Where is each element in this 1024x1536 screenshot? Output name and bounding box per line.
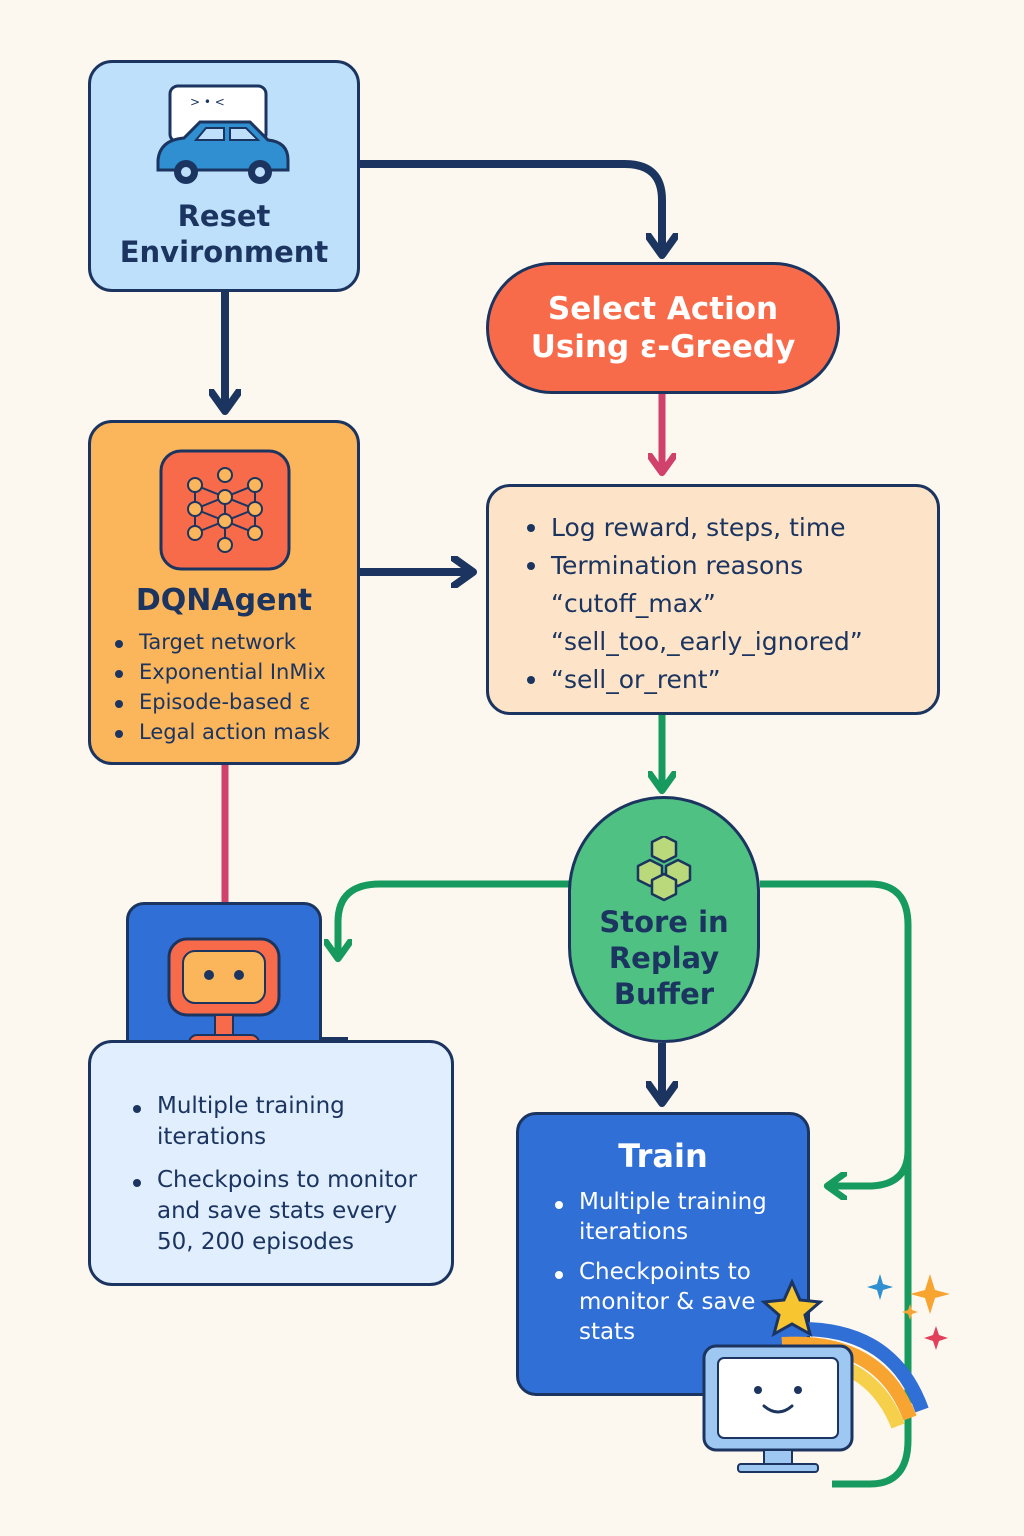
sparkle-icon [910, 1274, 950, 1314]
rainbow-decoration [760, 1274, 950, 1429]
select-action-node: Select Action Using ε-Greedy [486, 262, 840, 394]
arrow-reset-to-select [360, 160, 662, 252]
arrow-buffer-to-robot [338, 880, 572, 956]
reset-environment-node: > • < Reset Environment [88, 60, 360, 292]
select-title: Select Action Using ε-Greedy [530, 291, 796, 365]
svg-text:> • <: > • < [190, 95, 225, 109]
termination-reason: “cutoff_max” [551, 589, 716, 618]
train-item: Multiple training iterations [551, 1187, 771, 1247]
agent-feature: Episode-based ε [111, 687, 330, 717]
agent-feature: Target network [111, 627, 330, 657]
agent-feature-list: Target network Exponential InMix Episode… [111, 627, 330, 747]
agent-feature: Legal action mask [111, 717, 330, 747]
train-item: Checkpoints to monitor & save stats [551, 1257, 771, 1347]
log-item: Termination reasons [523, 547, 863, 585]
checkpoint-item: Checkpoins to monitor and save stats eve… [129, 1165, 429, 1258]
checkpoint-list: Multiple training iterations Checkpoins … [129, 1091, 429, 1258]
car-icon: > • < [156, 84, 290, 184]
monitor-face-icon [702, 1344, 854, 1473]
log-list: Log reward, steps, time Termination reas… [523, 509, 863, 585]
robot-badge [126, 902, 322, 1062]
cubes-icon [636, 835, 692, 901]
train-title: Train [618, 1137, 708, 1175]
neural-network-icon [159, 449, 291, 571]
checkpoint-node: Multiple training iterations Checkpoins … [88, 1040, 454, 1286]
agent-title: DQNAgent [135, 583, 313, 618]
agent-feature: Exponential InMix [111, 657, 330, 687]
dqn-agent-node: DQNAgent Target network Exponential InMi… [88, 420, 360, 765]
log-list-extra: “sell_or_rent” [523, 661, 863, 699]
checkpoint-item: Multiple training iterations [129, 1091, 429, 1153]
termination-reason: “sell_too,_early_ignored” [551, 627, 863, 656]
sparkle-icon [867, 1274, 893, 1300]
reset-title: Reset Environment [119, 199, 329, 269]
train-node: Train Multiple training iterations Check… [516, 1112, 810, 1396]
sparkle-icon [924, 1326, 948, 1350]
log-node: Log reward, steps, time Termination reas… [486, 484, 940, 715]
arrow-buffer-to-train-tail [830, 1149, 912, 1186]
replay-buffer-node: Store in Replay Buffer [568, 796, 760, 1043]
sparkle-icon [902, 1304, 918, 1320]
log-item: Log reward, steps, time [523, 509, 863, 547]
arrow-buffer-to-train [760, 880, 912, 1488]
log-item: “sell_or_rent” [523, 661, 863, 699]
train-list: Multiple training iterations Checkpoints… [551, 1187, 771, 1347]
star-icon [760, 1278, 824, 1338]
buffer-title: Store in Replay Buffer [599, 904, 729, 1011]
